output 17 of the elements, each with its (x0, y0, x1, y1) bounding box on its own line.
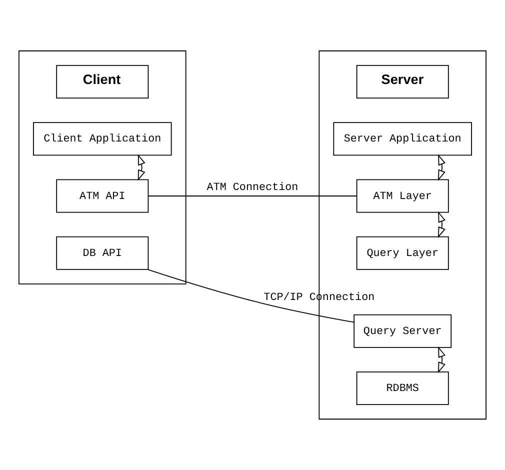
arrow (438, 154, 446, 181)
node-box: Server (356, 64, 449, 98)
node-box: RDBMS (356, 372, 449, 406)
node-box: DB API (56, 236, 149, 270)
node-box: ATM API (56, 179, 149, 213)
arrow (138, 154, 146, 181)
node-box: Client (56, 64, 149, 98)
node-box: Query Layer (356, 236, 449, 270)
cluster (18, 50, 186, 284)
connector (147, 269, 354, 323)
edge-label: ATM Connection (206, 182, 298, 194)
node-box: Server Application (333, 122, 472, 156)
node-box: Client Application (33, 122, 172, 156)
node-box: ATM Layer (356, 179, 449, 213)
node-box: Query Server (354, 314, 452, 348)
arrow (438, 346, 446, 374)
arrow (438, 211, 446, 238)
